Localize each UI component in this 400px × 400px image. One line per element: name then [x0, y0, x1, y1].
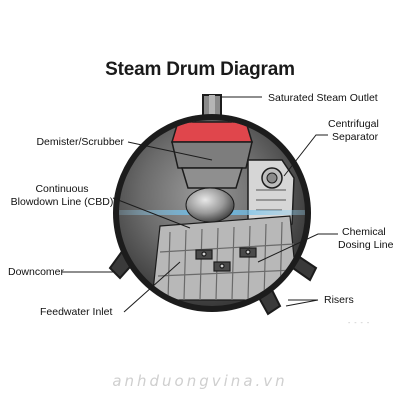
diagram-title: Steam Drum Diagram — [105, 59, 295, 80]
cutoff-text: - - - - — [348, 320, 371, 327]
leader-lines — [62, 96, 338, 313]
label-chemical-dosing-line2: Dosing Line — [338, 239, 394, 251]
feedwater-pipes — [195, 247, 257, 272]
label-chemical-dosing-line1: Chemical — [342, 226, 386, 238]
demister-scrubber — [170, 121, 254, 143]
central-chamber — [185, 187, 235, 223]
label-feedwater-inlet: Feedwater Inlet — [40, 306, 113, 318]
label-centrifugal-separator-line1: Centrifugal — [328, 118, 379, 130]
label-downcomer: Downcomer — [8, 266, 65, 278]
label-centrifugal-separator-line2: Separator — [332, 131, 379, 143]
label-demister-scrubber: Demister/Scrubber — [36, 136, 124, 148]
label-risers: Risers — [324, 294, 354, 306]
label-continuous-blowdown-line1: Continuous — [35, 183, 89, 195]
watermark: anhduongvina.vn — [112, 372, 288, 390]
label-saturated-steam-outlet: Saturated Steam Outlet — [268, 92, 378, 104]
label-continuous-blowdown-line2: Blowdown Line (CBD) — [10, 196, 114, 208]
